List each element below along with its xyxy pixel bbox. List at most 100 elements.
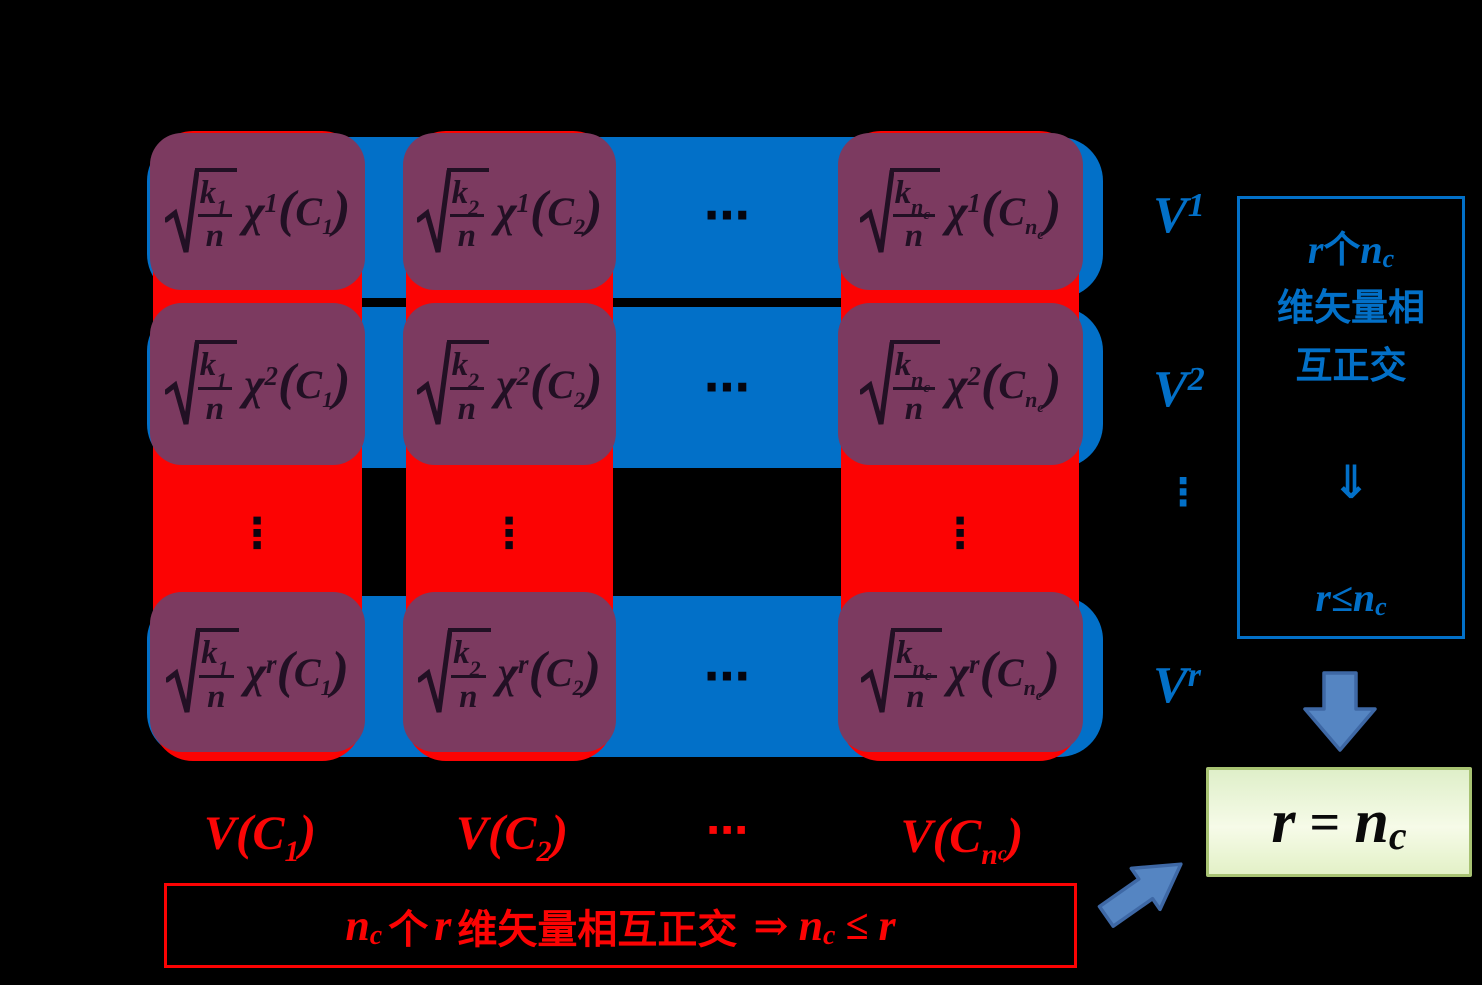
k-symbol: k: [451, 174, 469, 211]
note-line-2: 维矢量相: [1277, 287, 1425, 329]
n-symbol: n: [457, 390, 477, 427]
left-paren: (: [528, 641, 546, 699]
right-paren: ): [333, 353, 351, 411]
chi-symbol: χ: [947, 187, 968, 236]
radical-sign-icon: [859, 168, 894, 253]
rb-n2-sub: c: [823, 919, 836, 951]
c-term: C1: [295, 188, 333, 239]
chi-superscript: 1: [967, 188, 982, 218]
c-subscript: 1: [322, 386, 334, 412]
c-subscript: 2: [574, 214, 586, 239]
right-paren: ): [1042, 641, 1060, 699]
row-label-v2: V2: [1153, 361, 1205, 418]
k-subsubscript: c: [923, 379, 931, 396]
c-symbol: C: [293, 649, 321, 695]
chi-symbol: χ: [244, 187, 265, 236]
c-subscript: 2: [574, 386, 586, 412]
k-subscript: 1: [216, 195, 228, 221]
k-subscript: 2: [468, 195, 480, 221]
chi-superscript: 1: [516, 188, 531, 218]
left-paren: (: [979, 641, 997, 699]
rb-mid: 个: [388, 906, 429, 952]
c-subsubscript: c: [1037, 399, 1044, 416]
chi-symbol: χ: [245, 647, 267, 697]
c-subscript: 1: [320, 674, 332, 700]
rb-cjk-text: 维矢量相互正交: [457, 906, 738, 952]
c-subsubscript: c: [1035, 687, 1043, 704]
note-spacer: [1240, 395, 1462, 453]
chi-term: χ2: [244, 359, 278, 410]
k-subscript: 1: [217, 655, 229, 681]
note-spacer: [1240, 511, 1462, 569]
c-subscript: n: [1025, 214, 1038, 239]
n-symbol: n: [904, 218, 924, 255]
chi-term: χ1: [244, 186, 278, 237]
c-term: Cnc: [998, 361, 1044, 416]
result-r: r: [1271, 787, 1296, 856]
k-symbol: k: [201, 635, 218, 671]
chi-superscript: r: [969, 648, 980, 679]
chi-term: χ2: [947, 359, 981, 410]
n-symbol: n: [207, 678, 226, 715]
result-n-subscript: c: [1388, 812, 1407, 858]
chi-symbol: χ: [244, 359, 265, 409]
column-label-vc2: V(C2): [455, 804, 569, 868]
right-paren: ): [331, 641, 349, 699]
radical-sign-icon: [166, 628, 201, 713]
k-symbol: k: [199, 347, 217, 383]
chi-symbol: χ: [948, 647, 970, 697]
radical-sign-icon: [861, 628, 896, 713]
chi-term: χ1: [496, 186, 530, 237]
chi-superscript: r: [518, 648, 529, 679]
left-paren: (: [530, 181, 548, 238]
chi-term: χr: [246, 647, 277, 698]
k-symbol: k: [894, 174, 912, 211]
n-symbol: n: [904, 390, 924, 427]
radical-sign-icon: [164, 340, 199, 425]
note-line-3: 互正交: [1295, 345, 1407, 387]
k-subscript: n: [911, 194, 924, 220]
right-paren: ): [585, 353, 603, 411]
k-subsubscript: c: [923, 207, 931, 224]
column-label-vcnc: V(Cnc): [900, 807, 1024, 871]
result-box: r = n c: [1206, 767, 1472, 877]
right-paren: ): [333, 181, 351, 238]
orthogonality-note-box-rows: n c 个 r 维矢量相互正交 ⇒ n c ≤ r: [164, 883, 1077, 968]
c-subsubscript: c: [1037, 227, 1044, 243]
radical-sign-icon: [164, 168, 199, 253]
chi-superscript: 2: [264, 360, 279, 391]
row1-hdots: ⋯: [704, 188, 750, 242]
k-symbol: k: [896, 635, 913, 671]
column-label-hdots: ⋯: [706, 805, 748, 855]
k-subsubscript: c: [924, 667, 932, 684]
rb-r1: r: [434, 901, 452, 950]
k-symbol: k: [199, 174, 217, 211]
c-symbol: C: [996, 649, 1024, 695]
k-subscript: n: [912, 654, 925, 680]
c-subscript: 1: [322, 214, 334, 239]
chi-superscript: 2: [516, 360, 531, 391]
rb-n1: n: [345, 901, 370, 950]
